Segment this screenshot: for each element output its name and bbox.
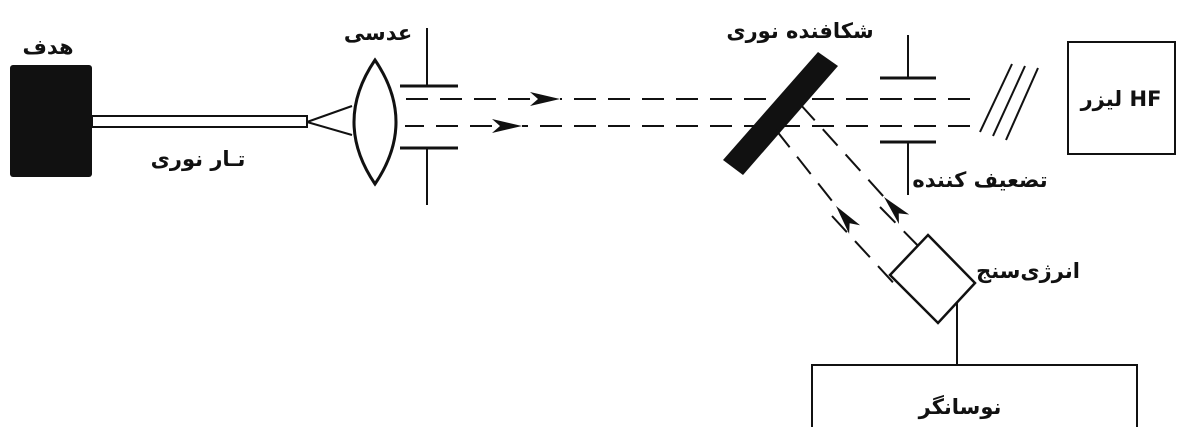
beam-splitter-label: شکافنده نوری xyxy=(726,19,873,43)
lens xyxy=(352,57,398,187)
target-block xyxy=(10,65,92,177)
laser-box xyxy=(1067,41,1176,155)
attenuator-label: تضعیف کننده xyxy=(912,168,1047,192)
laser-output-hatch xyxy=(979,63,1039,141)
optical-fiber xyxy=(91,105,353,136)
beam-splitter xyxy=(723,52,838,175)
reflected-beams xyxy=(775,103,931,291)
laser-beams xyxy=(405,92,970,133)
lens-label: عدسی xyxy=(344,21,412,45)
target-label: هدف xyxy=(22,35,73,59)
aperture-left xyxy=(400,28,458,205)
laser-label: لیزر HF xyxy=(1080,87,1162,111)
oscilloscope-label: نوسانگر xyxy=(918,394,1002,419)
attenuator xyxy=(880,35,936,195)
energy-meter-label: انرژی‌سنج xyxy=(976,259,1080,283)
energy-meter xyxy=(888,233,977,325)
fiber-label: تـار نوری xyxy=(151,147,246,171)
oscilloscope-box xyxy=(811,364,1138,427)
